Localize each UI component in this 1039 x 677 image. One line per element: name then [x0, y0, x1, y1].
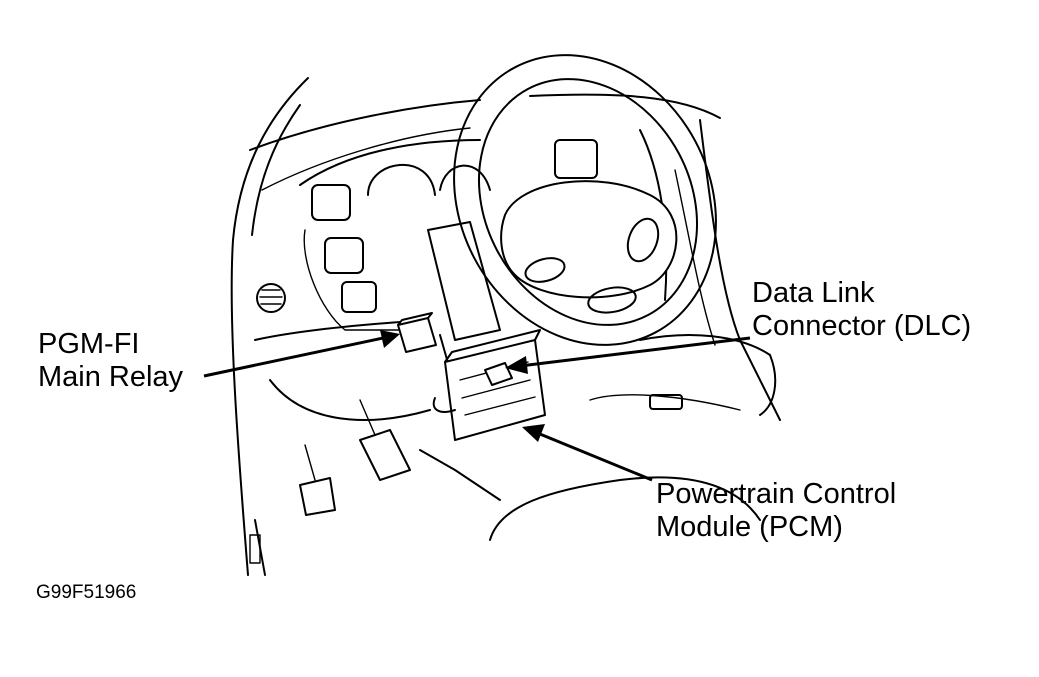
dlc-connector: [484, 362, 513, 386]
dash-top-right: [529, 93, 721, 119]
pedal-arm-1: [359, 399, 376, 436]
relay-leader: [203, 335, 389, 378]
steering-column: [427, 221, 501, 341]
knee-panel: [269, 379, 431, 421]
left-air-vent: [256, 283, 286, 313]
figure-id: G99F51966: [36, 582, 137, 603]
pcm-arrowhead: [522, 424, 545, 442]
label-dlc: Data Link Connector (DLC): [752, 277, 971, 343]
dash-crease: [261, 127, 471, 191]
steering-wheel-rim-outer: [453, 54, 717, 346]
dash-right-edge: [699, 119, 781, 421]
main-relay-box: [397, 317, 437, 353]
gauge-center: [439, 164, 491, 191]
label-main-relay-line1: PGM-FI: [38, 328, 140, 360]
switch-panel-1: [311, 184, 351, 221]
a-pillar-inner: [251, 104, 301, 236]
glovebox-lid: [589, 394, 741, 411]
door-switch: [249, 534, 261, 564]
center-vent: [554, 139, 598, 179]
label-pcm-line1: Powertrain Control: [656, 478, 897, 510]
cluster-outline: [303, 229, 431, 331]
dash-right-inner: [674, 169, 716, 346]
pcm-bracket: [432, 397, 456, 413]
hub-hole-left: [524, 257, 566, 283]
switch-panel-3: [341, 281, 377, 313]
label-dlc-line1: Data Link: [752, 277, 875, 309]
switch-panel-2: [324, 237, 364, 274]
lower-dash: [254, 321, 401, 341]
label-main-relay: PGM-FI Main Relay: [38, 328, 183, 394]
seat-outline: [489, 476, 761, 541]
a-pillar: [230, 77, 309, 576]
pcm-leader: [534, 430, 653, 482]
brake-pedal: [359, 429, 411, 481]
relay-arrowhead: [380, 330, 400, 348]
gauge-left: [367, 164, 436, 196]
steering-wheel-rim-inner: [477, 78, 699, 326]
pedal-arm-2: [304, 444, 316, 481]
clutch-pedal: [299, 477, 336, 516]
glovebox: [639, 334, 777, 416]
main-relay-top: [397, 312, 433, 326]
pcm-top-face: [444, 329, 541, 363]
label-main-relay-line2: Main Relay: [38, 361, 184, 393]
floor-line: [419, 449, 501, 501]
hub-hole-right: [626, 217, 660, 263]
pcm-box: [444, 339, 546, 441]
label-pcm-line2: Module (PCM): [656, 511, 843, 543]
glovebox-handle: [649, 394, 683, 410]
dash-top: [249, 99, 481, 151]
steering-wheel-hub: [500, 180, 678, 299]
label-dlc-line2: Connector (DLC): [752, 310, 972, 342]
dlc-leader: [519, 336, 751, 368]
label-pcm: Powertrain Control Module (PCM): [656, 478, 896, 544]
hub-hole-bottom: [587, 286, 637, 314]
vent-grille: [259, 289, 283, 305]
dlc-arrowhead: [505, 356, 528, 374]
